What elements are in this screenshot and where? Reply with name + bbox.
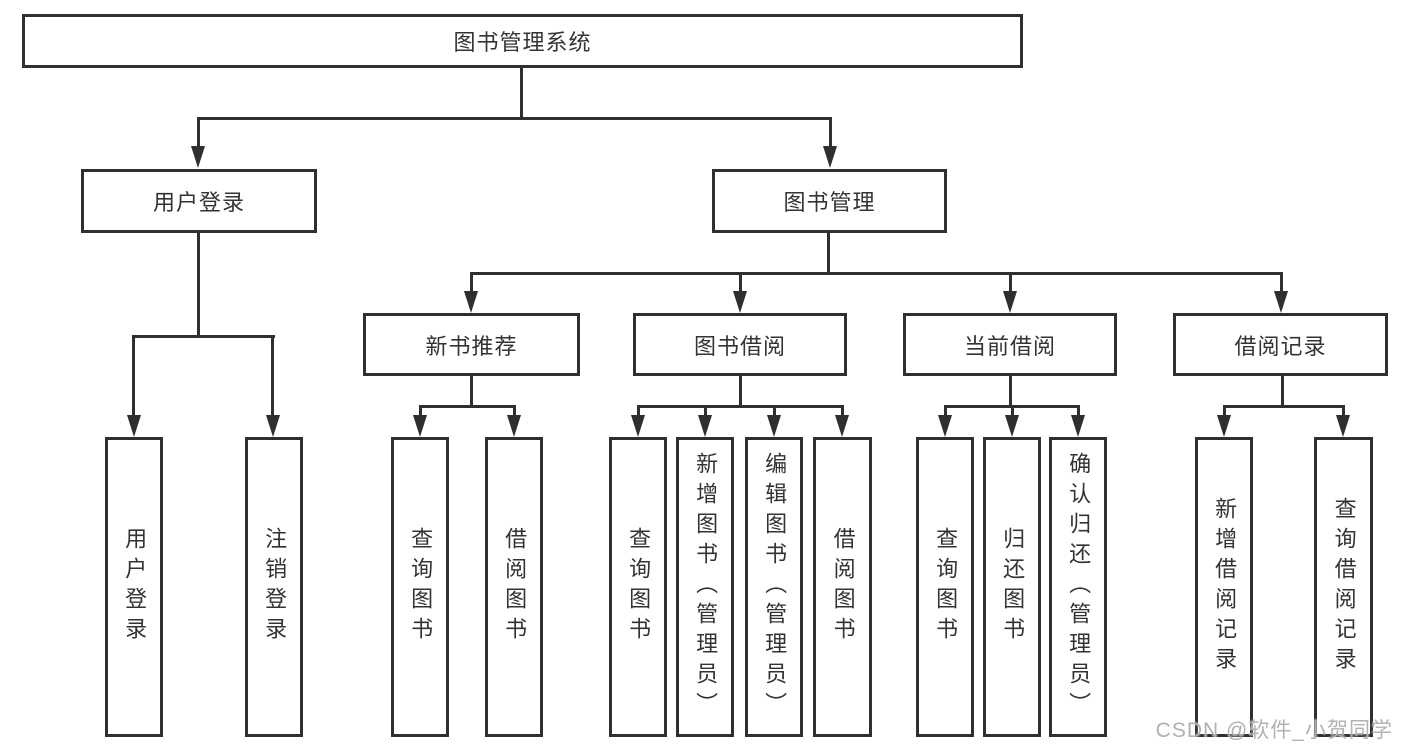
- arrow-down-icon: [1003, 291, 1017, 313]
- connector-line: [1342, 405, 1345, 417]
- connector-line: [470, 376, 473, 408]
- arrow-down-icon: [507, 415, 521, 437]
- connector-line: [1281, 376, 1284, 408]
- connector-line: [841, 405, 844, 417]
- leaf-add-borrow-record-label: 新增借阅记录: [1212, 497, 1238, 677]
- connector-line: [419, 405, 516, 408]
- arrow-down-icon: [823, 146, 837, 168]
- node-current-borrowing: 当前借阅: [903, 313, 1117, 376]
- connector-line: [197, 233, 200, 338]
- arrow-down-icon: [733, 291, 747, 313]
- node-library-management-system: 图书管理系统: [22, 14, 1023, 68]
- connector-line: [419, 405, 422, 417]
- connector-line: [470, 272, 473, 293]
- leaf-user-login-label: 用户登录: [122, 527, 148, 647]
- leaf-logout-label: 注销登录: [262, 527, 288, 647]
- connector-line: [637, 405, 640, 417]
- arrow-down-icon: [1071, 415, 1085, 437]
- leaf-borrow-books-recommend-label: 借阅图书: [502, 527, 528, 647]
- node-user-login: 用户登录: [81, 169, 317, 233]
- connector-line: [829, 117, 832, 148]
- leaf-query-books-borrowing: 查询图书: [609, 437, 667, 737]
- node-book-borrowing-label: 图书借阅: [693, 333, 786, 359]
- connector-line: [271, 335, 274, 417]
- leaf-edit-books-admin-label: 编辑图书（管理员）: [762, 452, 788, 722]
- leaf-borrow-books: 借阅图书: [813, 437, 872, 737]
- node-library-management-system-label: 图书管理系统: [453, 30, 592, 55]
- node-book-management-label: 图书管理: [783, 190, 876, 215]
- connector-line: [197, 117, 832, 120]
- connector-line: [1077, 405, 1080, 417]
- arrow-down-icon: [266, 415, 280, 437]
- connector-line: [739, 272, 742, 293]
- connector-line: [197, 117, 200, 148]
- node-book-management: 图书管理: [712, 169, 947, 233]
- leaf-query-books-recommend: 查询图书: [391, 437, 449, 737]
- leaf-confirm-return-admin-label: 确认归还（管理员）: [1066, 452, 1092, 722]
- arrow-down-icon: [835, 415, 849, 437]
- leaf-confirm-return-admin: 确认归还（管理员）: [1049, 437, 1107, 737]
- arrow-down-icon: [191, 146, 205, 168]
- arrow-down-icon: [1336, 415, 1350, 437]
- leaf-query-borrow-record: 查询借阅记录: [1314, 437, 1373, 737]
- arrow-down-icon: [1217, 415, 1231, 437]
- arrow-down-icon: [631, 415, 645, 437]
- connector-line: [132, 335, 275, 338]
- leaf-return-books: 归还图书: [983, 437, 1041, 737]
- connector-line: [1280, 272, 1283, 293]
- node-new-book-recommend: 新书推荐: [363, 313, 580, 376]
- connector-line: [1009, 376, 1012, 408]
- leaf-borrow-books-recommend: 借阅图书: [485, 437, 543, 737]
- leaf-add-books-admin-label: 新增图书（管理员）: [693, 452, 719, 722]
- node-new-book-recommend-label: 新书推荐: [425, 333, 518, 359]
- connector-line: [513, 405, 516, 417]
- leaf-query-books-borrowing-label: 查询图书: [626, 527, 652, 647]
- arrow-down-icon: [127, 415, 141, 437]
- node-user-login-label: 用户登录: [152, 190, 245, 215]
- arrow-down-icon: [767, 415, 781, 437]
- leaf-edit-books-admin: 编辑图书（管理员）: [745, 437, 803, 737]
- connector-line: [739, 376, 742, 408]
- arrow-down-icon: [938, 415, 952, 437]
- node-borrowing-records-label: 借阅记录: [1234, 333, 1327, 359]
- connector-line: [944, 405, 947, 417]
- connector-line: [1011, 405, 1014, 417]
- connector-line: [827, 233, 830, 275]
- connector-line: [470, 272, 1282, 275]
- connector-line: [132, 335, 135, 417]
- connector-line: [773, 405, 776, 417]
- leaf-query-books-current-label: 查询图书: [933, 527, 959, 647]
- leaf-add-borrow-record: 新增借阅记录: [1195, 437, 1253, 737]
- connector-line: [1223, 405, 1226, 417]
- arrow-down-icon: [1005, 415, 1019, 437]
- node-current-borrowing-label: 当前借阅: [963, 333, 1056, 359]
- leaf-logout: 注销登录: [245, 437, 303, 737]
- connector-line: [1009, 272, 1012, 293]
- node-borrowing-records: 借阅记录: [1173, 313, 1388, 376]
- leaf-query-books-recommend-label: 查询图书: [408, 527, 434, 647]
- arrow-down-icon: [698, 415, 712, 437]
- leaf-query-books-current: 查询图书: [916, 437, 974, 737]
- arrow-down-icon: [464, 291, 478, 313]
- leaf-query-borrow-record-label: 查询借阅记录: [1331, 497, 1357, 677]
- arrow-down-icon: [1274, 291, 1288, 313]
- connector-line: [1223, 405, 1345, 408]
- leaf-add-books-admin: 新增图书（管理员）: [676, 437, 734, 737]
- csdn-watermark: CSDN @软件_小贺同学: [1155, 719, 1393, 742]
- node-book-borrowing: 图书借阅: [633, 313, 847, 376]
- arrow-down-icon: [413, 415, 427, 437]
- leaf-return-books-label: 归还图书: [1000, 527, 1026, 647]
- connector-line: [520, 68, 523, 119]
- connector-line: [704, 405, 707, 417]
- leaf-user-login: 用户登录: [105, 437, 163, 737]
- connector-line: [637, 405, 844, 408]
- leaf-borrow-books-label: 借阅图书: [830, 527, 856, 647]
